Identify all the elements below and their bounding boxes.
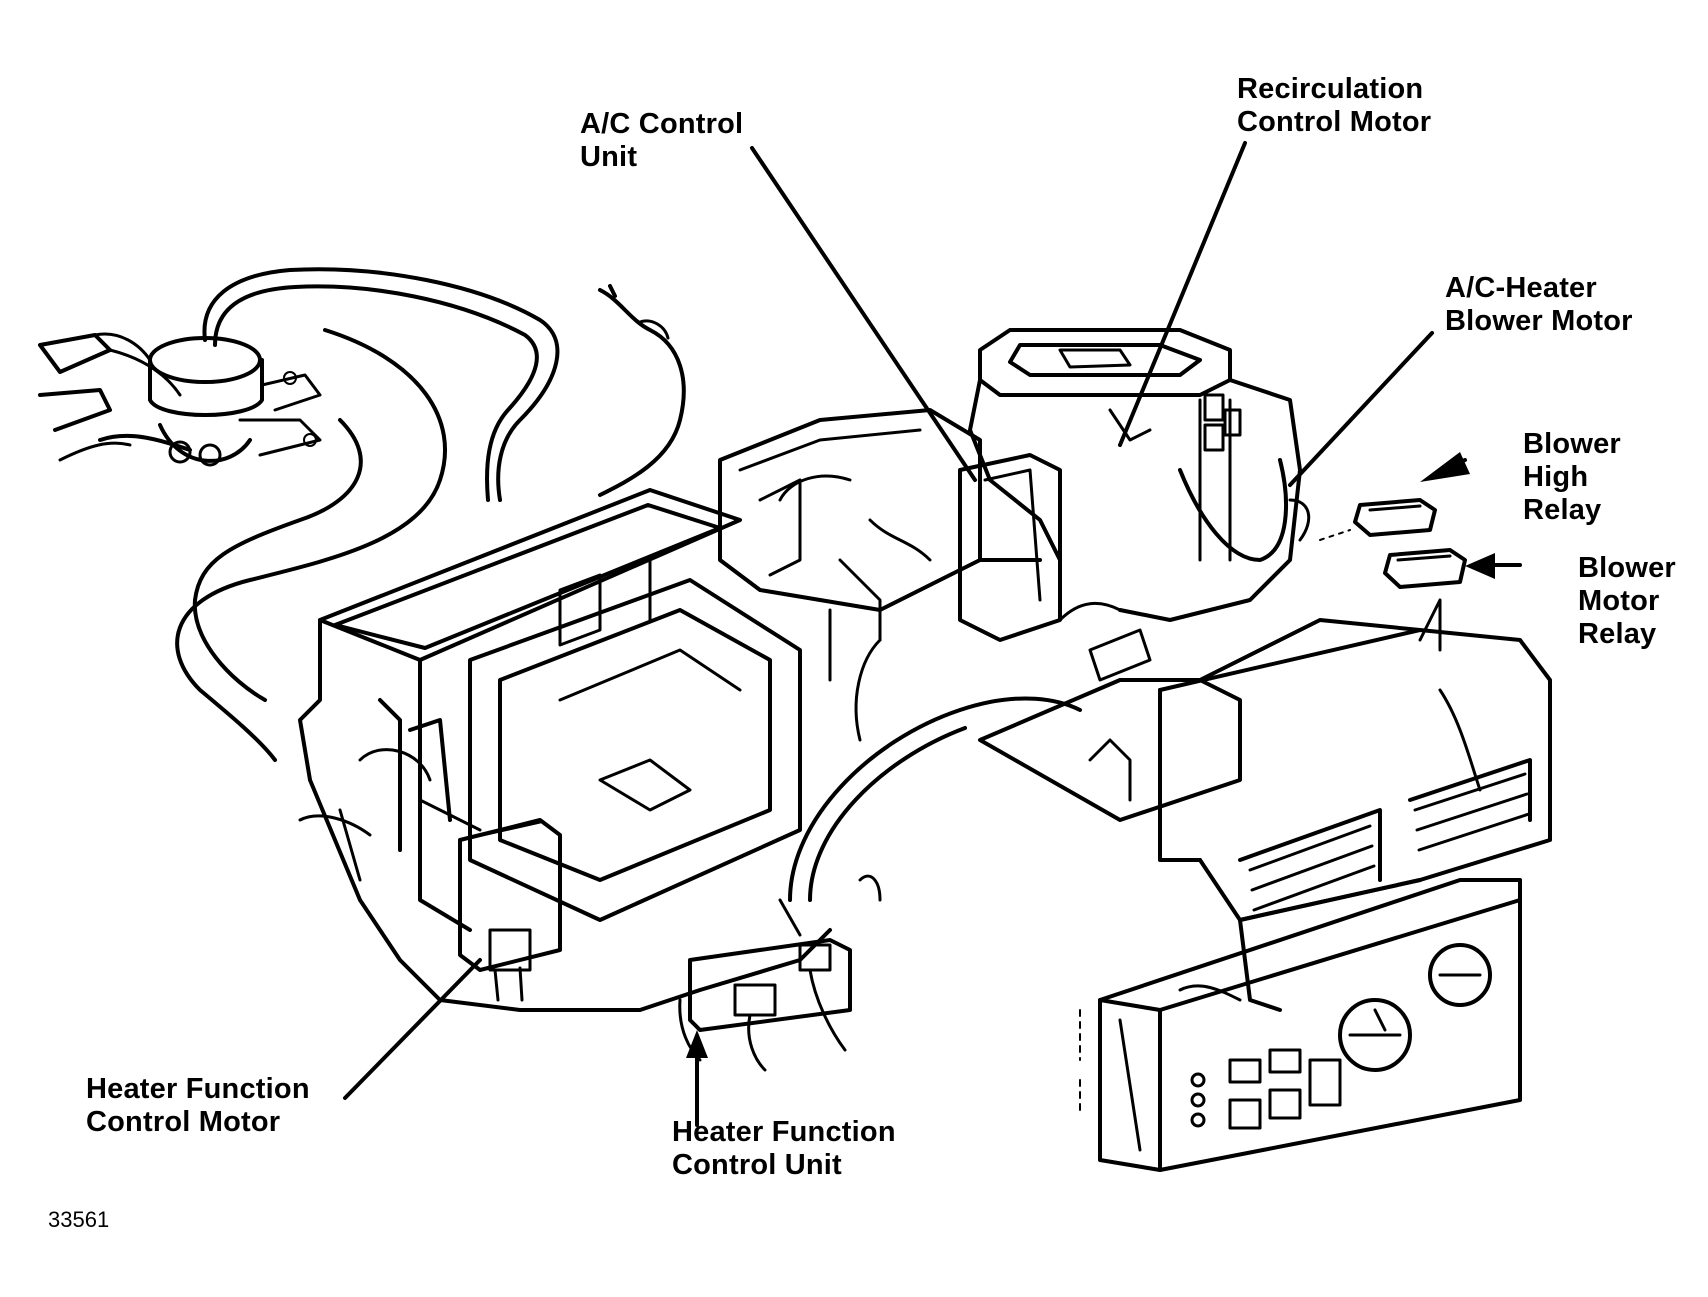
blower-assembly (968, 328, 1311, 682)
leader-ac-control-unit (750, 146, 977, 482)
label-recirculation-control-motor: Recirculation Control Motor (1237, 73, 1431, 139)
label-line: Relay (1578, 618, 1657, 650)
label-heater-function-control-motor: Heater Function Control Motor (86, 1073, 310, 1139)
label-line: Heater Function (672, 1116, 896, 1148)
label-line: Blower (1578, 552, 1676, 584)
label-line: Blower Motor (1445, 305, 1633, 337)
figure-number: 33561 (48, 1207, 110, 1232)
relays (1319, 498, 1467, 589)
label-line: Blower (1523, 428, 1621, 460)
label-heater-function-control-unit: Heater Function Control Unit (672, 1116, 896, 1182)
label-line: Recirculation (1237, 73, 1424, 105)
leader-recirculation-control-motor (1118, 141, 1247, 447)
label-line: Control Motor (86, 1106, 281, 1138)
label-line: High (1523, 461, 1589, 493)
control-panel (1079, 878, 1522, 1172)
arrow-heater-function-control-unit (686, 1030, 708, 1058)
label-line: A/C Control (580, 108, 744, 140)
leader-lines (343, 141, 1522, 1127)
label-blower-high-relay: Blower High Relay (1523, 428, 1621, 527)
dash-duct (978, 598, 1552, 1012)
arrow-blower-high-relay (1420, 452, 1470, 482)
leader-heater-function-control-motor (343, 958, 482, 1100)
leader-ac-heater-blower-motor (1288, 331, 1434, 487)
label-line: A/C-Heater (1445, 272, 1597, 304)
label-line: Unit (580, 141, 638, 173)
label-blower-motor-relay: Blower Motor Relay (1578, 552, 1676, 651)
arrow-blower-motor-relay (1465, 553, 1495, 579)
label-line: Heater Function (86, 1073, 310, 1105)
label-line: Motor (1578, 585, 1660, 617)
label-ac-control-unit: A/C Control Unit (580, 108, 743, 174)
heater-case (298, 478, 1082, 1072)
label-line: Control Motor (1237, 106, 1432, 138)
label-line: Relay (1523, 494, 1602, 526)
heater-hoses (38, 267, 686, 762)
label-line: Control Unit (672, 1149, 842, 1181)
label-ac-heater-blower-motor: A/C-Heater Blower Motor (1445, 272, 1633, 338)
